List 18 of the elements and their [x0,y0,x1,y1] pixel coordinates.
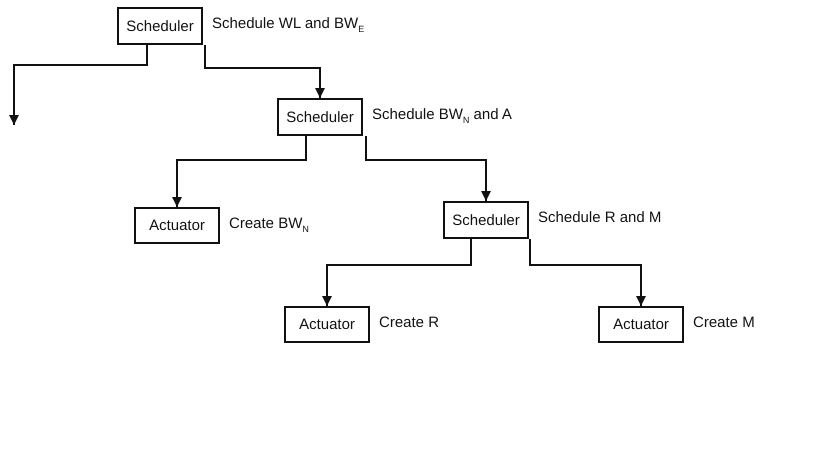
arrow [365,136,491,201]
node-caption: Create R [379,314,440,331]
arrow [172,136,307,207]
arrow [322,239,472,306]
process-box: Actuator [134,207,220,244]
process-box: Actuator [284,306,370,343]
process-box: Actuator [598,306,684,343]
node-caption: Schedule BW$_{N}$ and A [372,106,512,125]
process-box: Scheduler [443,201,529,239]
node-caption: Create M [693,314,755,331]
process-box: Scheduler [277,98,363,136]
arrow [529,239,646,306]
node-caption: Schedule WL and BW$_{E}$ [212,15,364,34]
arrow [204,45,325,98]
node-caption: Schedule R and M [538,209,662,226]
node-caption: Create BW$_{N}$ [229,215,309,234]
arrow [9,45,148,125]
process-box: Scheduler [117,7,203,45]
